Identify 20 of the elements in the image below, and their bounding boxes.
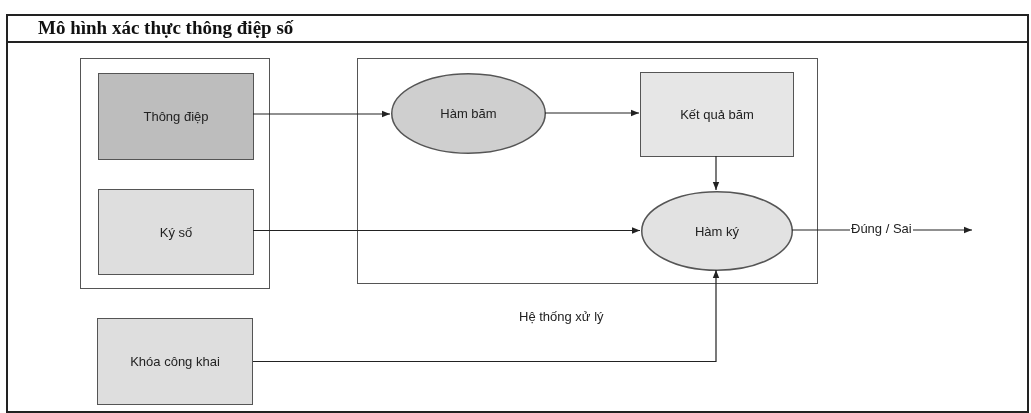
node-label: Kết quả băm (680, 107, 754, 122)
node-label: Hàm ký (694, 223, 740, 239)
node-label: Khóa công khai (130, 354, 220, 369)
process-box (640, 72, 794, 157)
process-box (97, 318, 253, 405)
arrow (252, 110, 391, 118)
process-ellipse (641, 191, 793, 271)
system-label: Hệ thống xử lý (519, 309, 604, 324)
process-ellipse (391, 73, 546, 154)
edge-label: Đúng / Sai (850, 221, 913, 236)
node-label: Hàm băm (440, 106, 497, 121)
arrow (712, 155, 720, 191)
process-box (98, 73, 254, 160)
node-label: Thông điệp (143, 109, 209, 124)
node-label: Ký số (159, 224, 193, 240)
group-box (80, 58, 270, 289)
process-box (98, 189, 254, 275)
title: Mô hình xác thực thông điệp số (38, 17, 294, 39)
arrow (252, 227, 641, 234)
arrow (252, 269, 720, 363)
